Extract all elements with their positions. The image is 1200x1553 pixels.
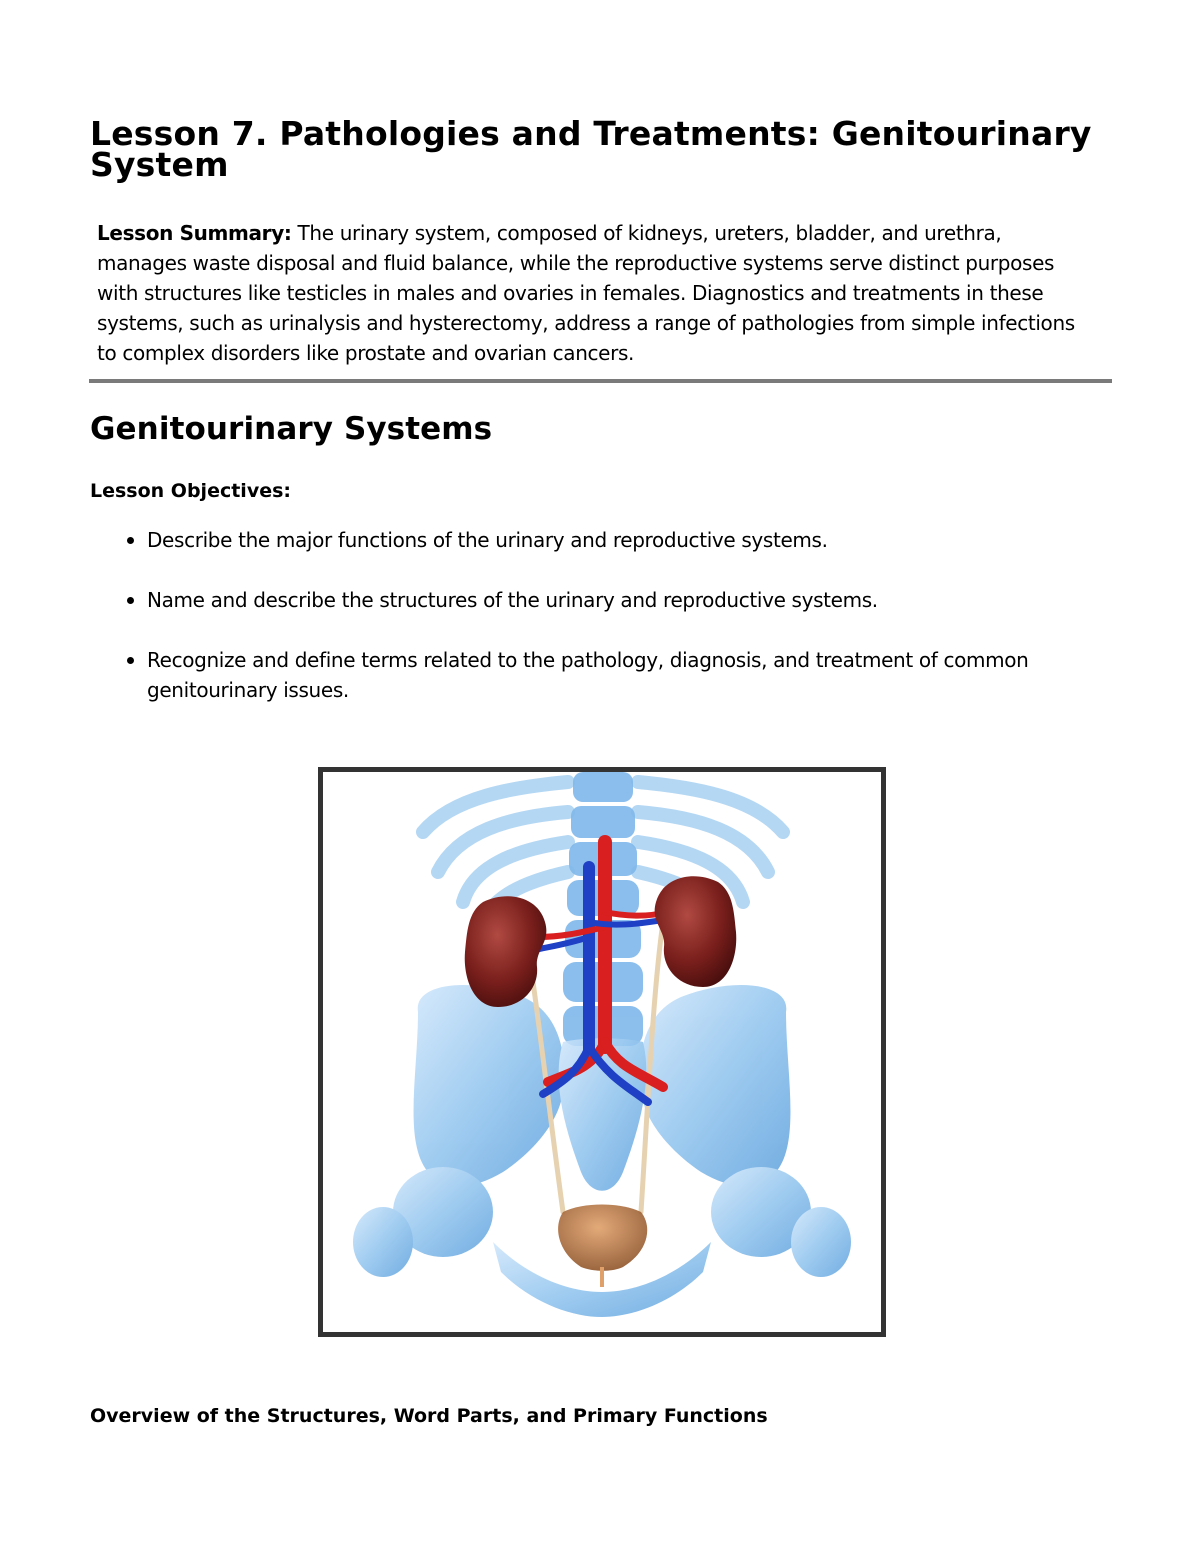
right-kidney (654, 876, 737, 987)
section-title: Genitourinary Systems (90, 411, 493, 447)
objective-text: Recognize and define terms related to th… (147, 648, 1029, 702)
lesson-summary-text: The urinary system, composed of kidneys,… (97, 221, 1075, 365)
bullet-icon (127, 657, 134, 664)
objectives-list: Describe the major functions of the urin… (127, 525, 1107, 735)
great-vessels (532, 835, 671, 1106)
overview-heading: Overview of the Structures, Word Parts, … (90, 1405, 768, 1427)
urinary-system-figure (318, 767, 886, 1337)
lesson-summary-label: Lesson Summary: (97, 221, 292, 245)
lesson-title: Lesson 7. Pathologies and Treatments: Ge… (90, 114, 1092, 184)
objective-text: Name and describe the structures of the … (147, 588, 878, 612)
urinary-system-illustration-icon (353, 772, 851, 1317)
objective-text: Describe the major functions of the urin… (147, 528, 828, 552)
bullet-icon (127, 537, 134, 544)
lesson-summary: Lesson Summary: The urinary system, comp… (97, 218, 1097, 368)
bullet-icon (127, 597, 134, 604)
section-divider (89, 379, 1112, 383)
objective-item: Describe the major functions of the urin… (127, 525, 1107, 555)
objective-item: Recognize and define terms related to th… (127, 645, 1107, 705)
objective-item: Name and describe the structures of the … (127, 585, 1107, 615)
bladder (558, 1204, 648, 1271)
objectives-label: Lesson Objectives: (90, 480, 291, 502)
left-kidney (464, 896, 547, 1007)
pelvis (353, 985, 851, 1317)
